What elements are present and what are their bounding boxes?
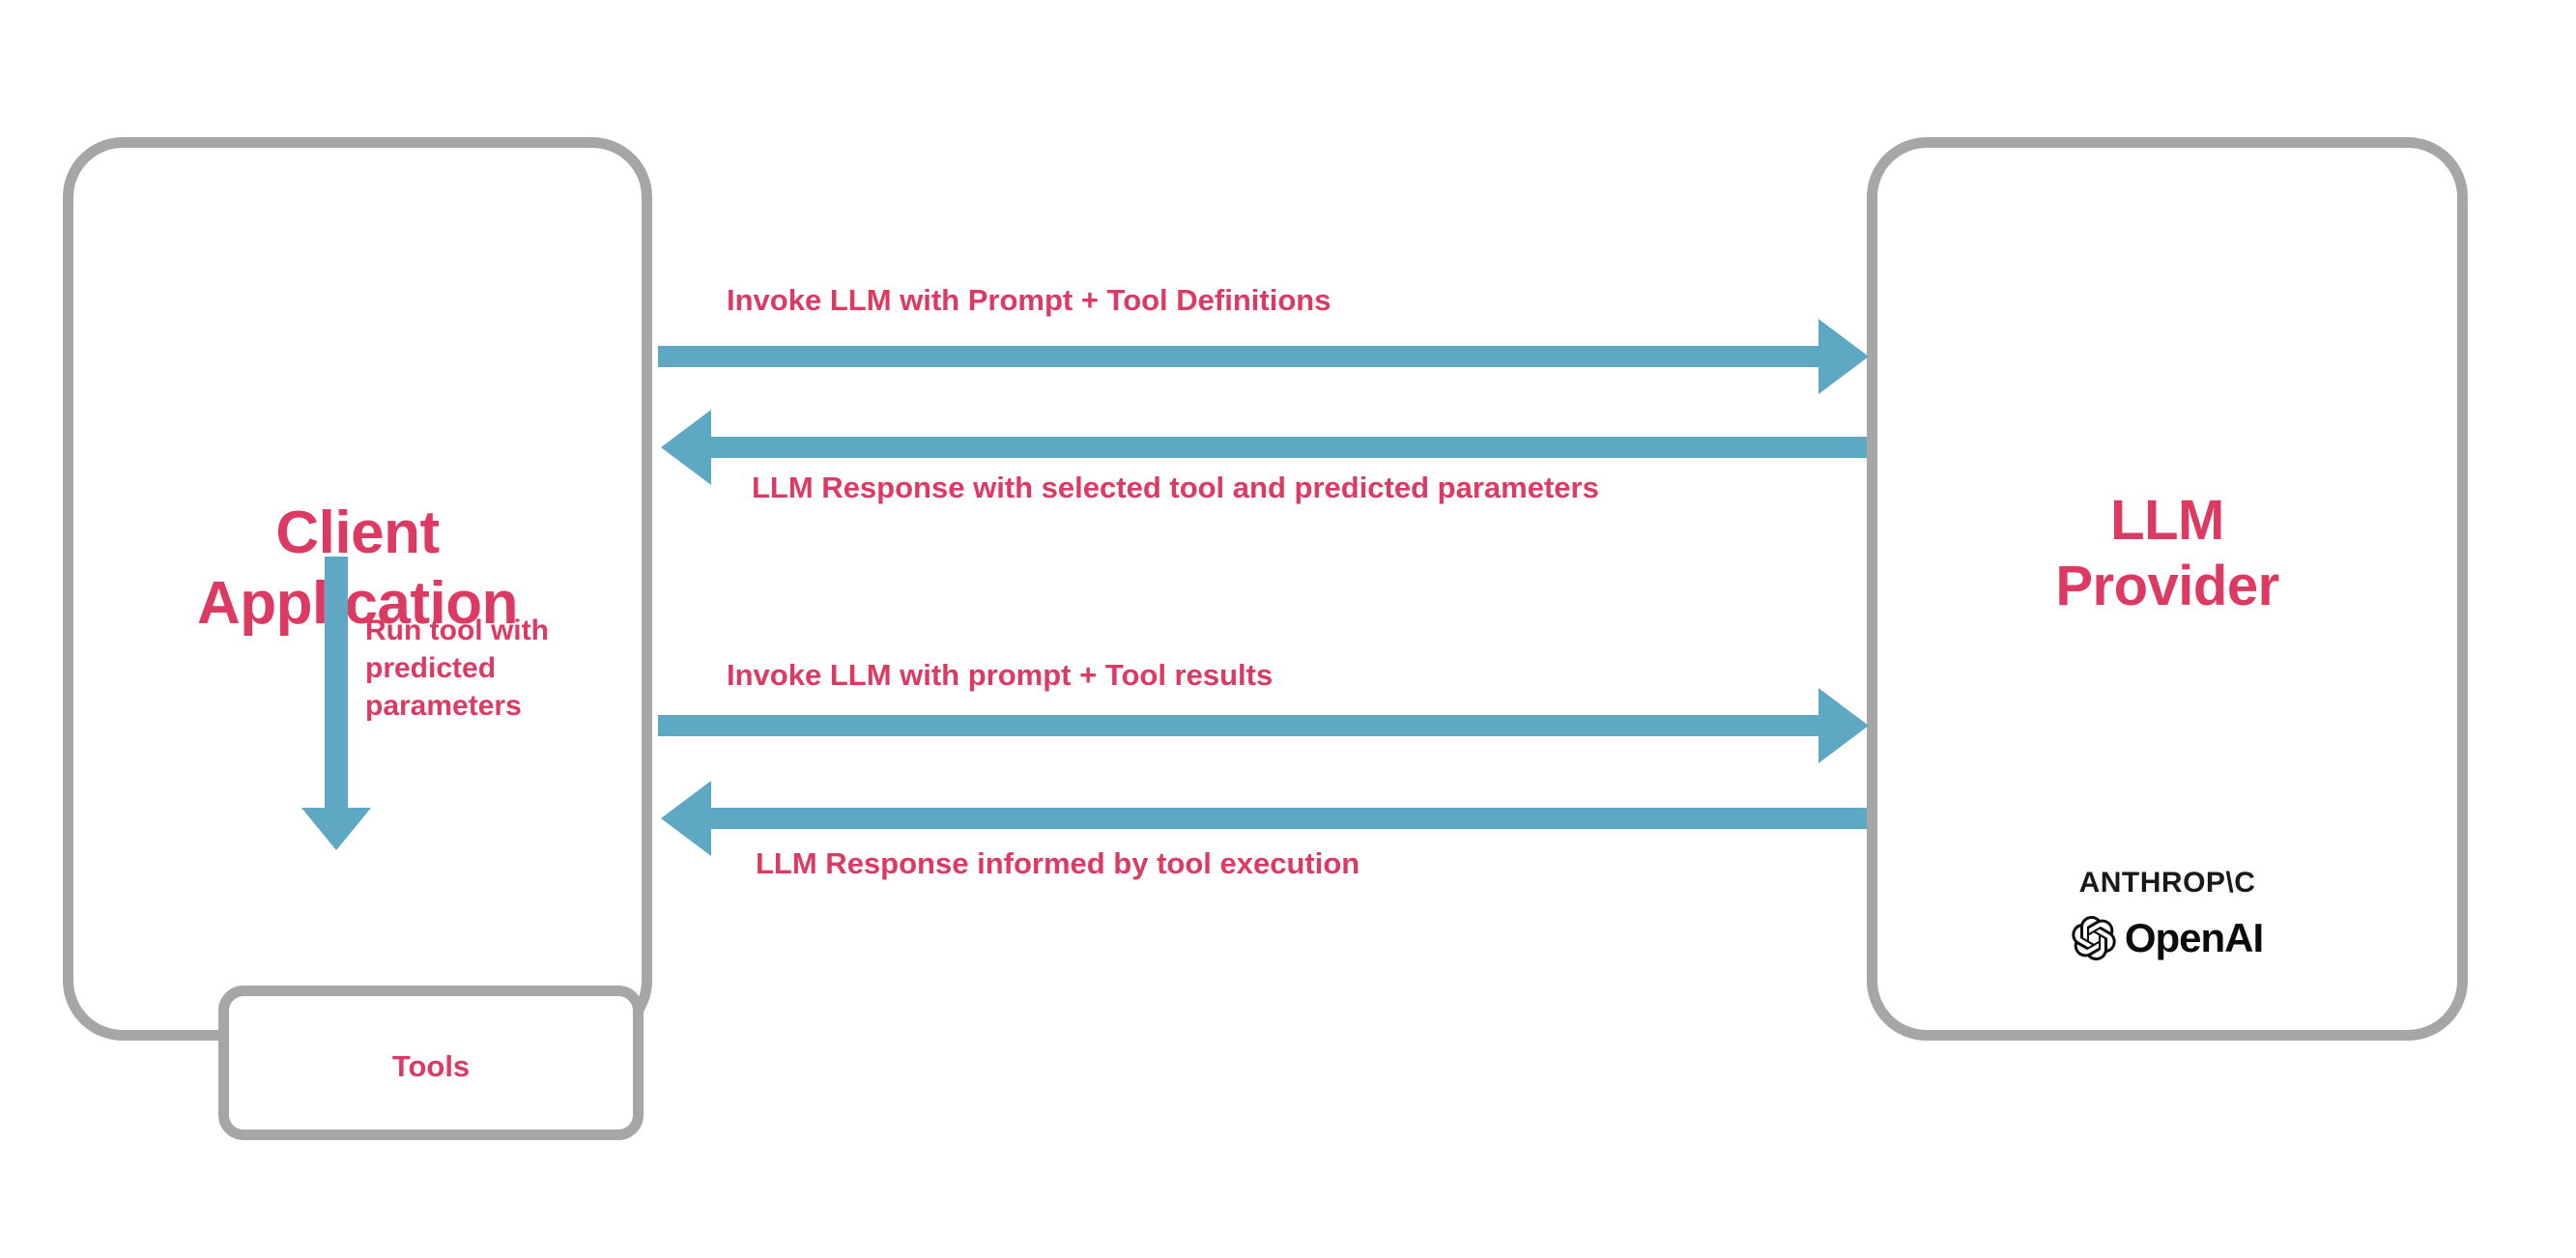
openai-logo: OpenAI xyxy=(1877,916,2457,960)
client-application-title: Client Application xyxy=(196,500,519,638)
arrow-label-run-tool-with-predicted-parameters: Run tool with predicted parameters xyxy=(365,615,549,722)
llm-provider-box[interactable]: LLM Provider ANTHROP\C OpenAI xyxy=(1867,137,2468,1041)
arrow-label-llm-response-selected-tool: LLM Response with selected tool and pred… xyxy=(752,471,1599,504)
arrow-label-invoke-llm-prompt-tool-results: Invoke LLM with prompt + Tool results xyxy=(727,658,1274,692)
openai-knot-icon xyxy=(2072,916,2116,960)
arrow-invoke-llm-prompt-tool-definitions xyxy=(658,319,1869,394)
tools-box[interactable]: Tools xyxy=(218,986,644,1140)
arrow-label-invoke-llm-prompt-tool-definitions: Invoke LLM with Prompt + Tool Definition… xyxy=(727,283,1331,317)
llm-provider-title: LLM Provider xyxy=(2055,489,2279,618)
anthropic-logo: ANTHROP\C xyxy=(2078,867,2256,899)
tools-label: Tools xyxy=(391,1049,471,1083)
arrow-label-llm-response-informed-by-tool-execution: LLM Response informed by tool execution xyxy=(756,846,1360,880)
arrow-invoke-llm-prompt-tool-results xyxy=(658,688,1869,763)
client-application-box[interactable]: Client Application Tools xyxy=(63,137,652,1140)
openai-wordmark: OpenAI xyxy=(2124,915,2264,960)
